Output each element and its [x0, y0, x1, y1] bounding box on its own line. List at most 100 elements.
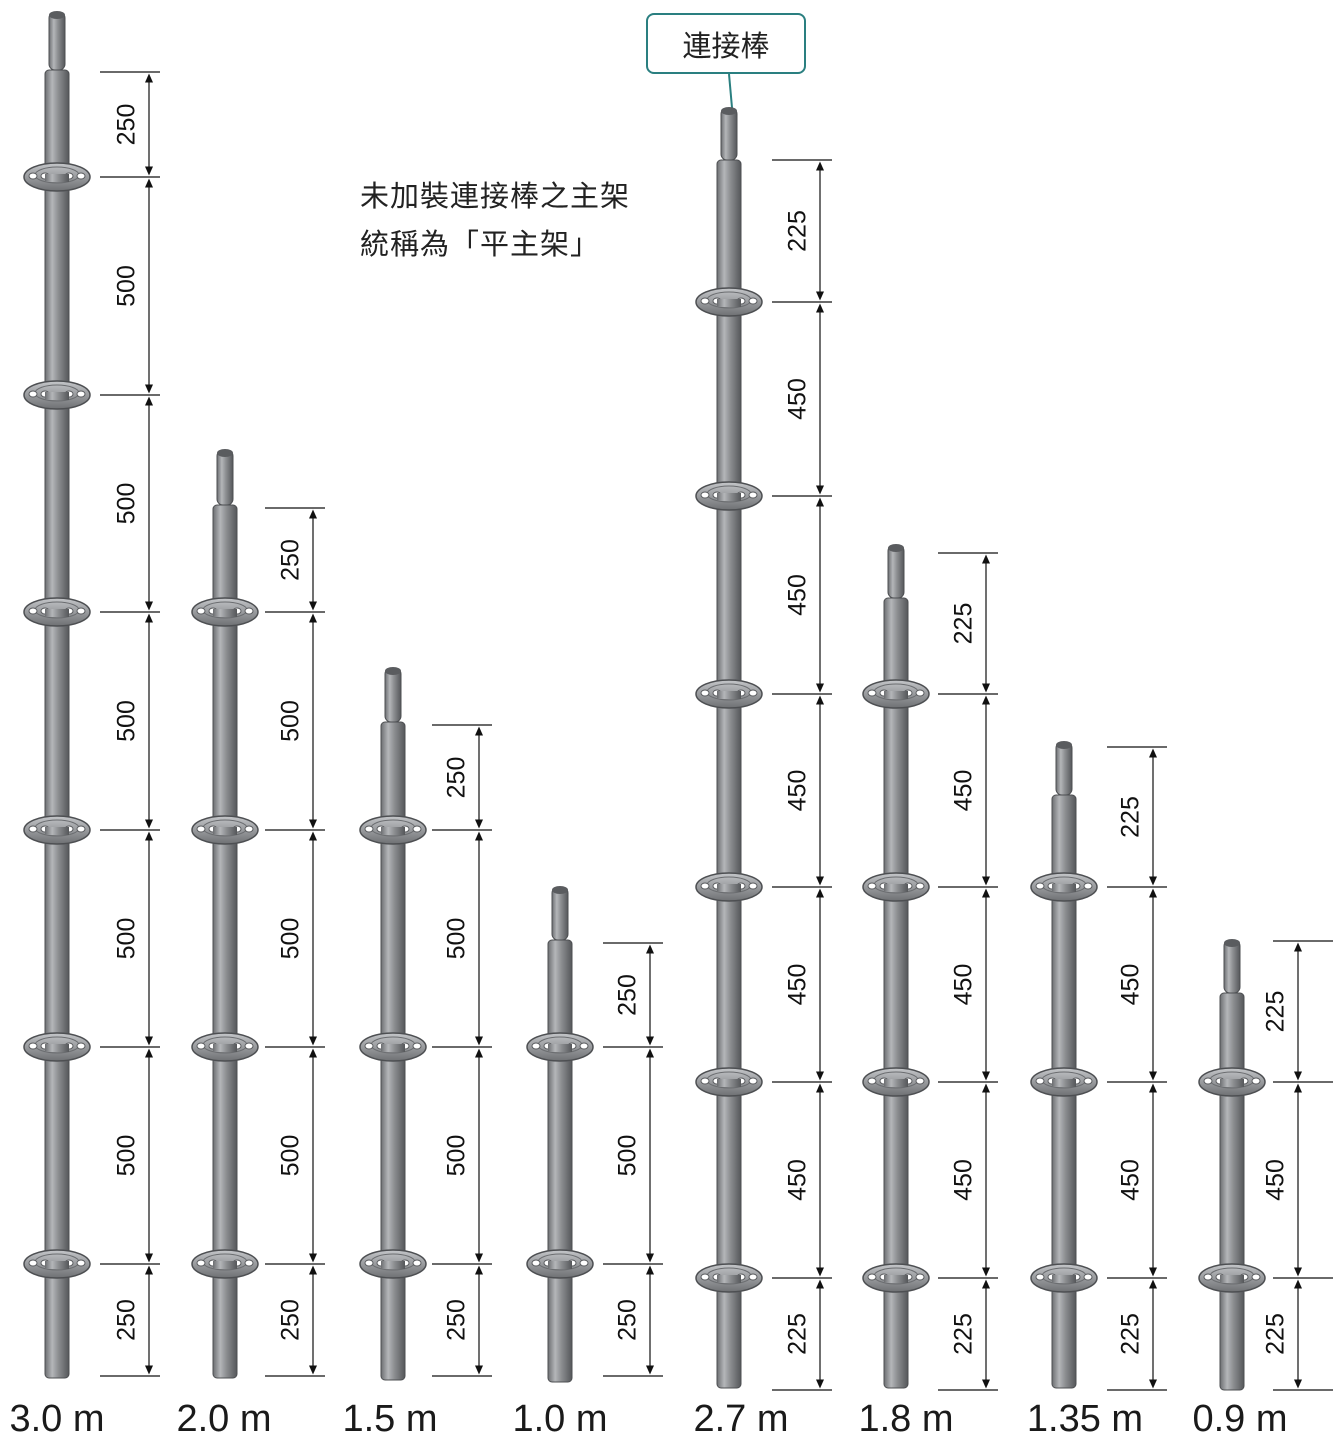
- dimension-arrow-down: [145, 1365, 153, 1375]
- pole-spigot: [216, 449, 234, 506]
- dimension-label: 450: [1117, 1159, 1145, 1201]
- rosette-hole: [915, 689, 925, 697]
- rosette-hole: [28, 390, 38, 398]
- pole-spigot: [48, 11, 66, 71]
- dimension-arrow-down: [646, 1365, 654, 1375]
- dimension-arrow-up: [816, 303, 824, 313]
- dimension-arrow-up: [1149, 888, 1157, 898]
- rosette-hole: [700, 1273, 710, 1281]
- dimension-arrow-down: [816, 876, 824, 886]
- dimension-label: 225: [784, 210, 812, 252]
- pole-spigot-cap: [1056, 741, 1072, 749]
- dimension-arrow-down: [816, 1071, 824, 1081]
- dimension-arrow-down: [475, 1036, 483, 1046]
- dimension-arrow-down: [145, 601, 153, 611]
- dimension-label: 450: [784, 770, 812, 812]
- rosette-hole: [748, 1273, 758, 1281]
- rosette-hole: [867, 1077, 877, 1085]
- rosette-hub: [884, 884, 908, 892]
- note-line-1: 未加裝連接棒之主架: [360, 179, 631, 213]
- rosette-hub: [381, 1261, 405, 1269]
- dimension-label: 500: [113, 1135, 141, 1177]
- dimension-arrow-down: [145, 166, 153, 176]
- dimension-arrow-down: [1149, 876, 1157, 886]
- dimension-arrow-down: [309, 1365, 317, 1375]
- rosette-hub: [45, 392, 69, 400]
- rosette-hub: [717, 493, 741, 501]
- rosette-hub: [1220, 1275, 1244, 1283]
- dimension-arrow-up: [816, 1279, 824, 1289]
- rosette-hole: [28, 172, 38, 180]
- dimension-label: 450: [1117, 964, 1145, 1006]
- rosette-hole: [76, 172, 86, 180]
- rosette-hole: [579, 1259, 589, 1267]
- rosette-hub: [884, 691, 908, 699]
- dimension-arrow-down: [475, 1365, 483, 1375]
- dimension-arrow-down: [1149, 1379, 1157, 1389]
- dimension-arrow-up: [309, 1265, 317, 1275]
- rosette-hub: [45, 609, 69, 617]
- dimension-arrow-down: [816, 291, 824, 301]
- rosette-hub: [1052, 1079, 1076, 1087]
- dimension-arrow-up: [816, 161, 824, 171]
- rosette-hole: [579, 1042, 589, 1050]
- dimension-label: 225: [950, 1313, 978, 1355]
- dimension-arrow-up: [646, 944, 654, 954]
- dimension-label: 450: [784, 1159, 812, 1201]
- rosette-hole: [196, 1259, 206, 1267]
- dimension-arrow-up: [816, 497, 824, 507]
- dimension-arrow-up: [982, 695, 990, 705]
- dimension-arrow-down: [309, 601, 317, 611]
- dimension-arrow-down: [982, 876, 990, 886]
- dimension-label: 225: [1262, 991, 1290, 1033]
- dimension-arrow-up: [309, 509, 317, 519]
- dimension-arrow-down: [646, 1036, 654, 1046]
- dimension-arrow-up: [145, 396, 153, 406]
- dimension-arrow-down: [982, 683, 990, 693]
- dimension-arrow-up: [145, 73, 153, 83]
- dimension-arrow-up: [475, 726, 483, 736]
- rosette-hole: [28, 1042, 38, 1050]
- dimension-arrow-down: [1149, 1267, 1157, 1277]
- dimension-label: 250: [277, 1299, 305, 1341]
- dimension-arrow-up: [646, 1265, 654, 1275]
- rosette-hub: [213, 1044, 237, 1052]
- rosette-hub: [717, 299, 741, 307]
- dimension-label: 250: [113, 1299, 141, 1341]
- rosette-hub: [213, 1261, 237, 1269]
- dimension-label: 450: [784, 964, 812, 1006]
- dimension-label: 500: [277, 918, 305, 960]
- pole-spigot: [720, 107, 738, 161]
- rosette-hub: [717, 884, 741, 892]
- rosette-hole: [1251, 1077, 1261, 1085]
- dimension-arrow-up: [145, 178, 153, 188]
- dimension-arrow-up: [982, 1279, 990, 1289]
- pole-tube: [44, 69, 70, 1379]
- rosette-hole: [748, 491, 758, 499]
- dimension-arrow-down: [1294, 1071, 1302, 1081]
- rosette-hub: [1052, 1275, 1076, 1283]
- pole-spigot: [1223, 939, 1241, 994]
- pole-tube: [547, 939, 573, 1383]
- rosette-hub: [381, 1044, 405, 1052]
- dimension-label: 500: [443, 1135, 471, 1177]
- dimension-label: 250: [443, 1299, 471, 1341]
- rosette-hole: [867, 882, 877, 890]
- rosette-hole: [748, 689, 758, 697]
- rosette-hole: [244, 607, 254, 615]
- dimension-arrow-up: [982, 888, 990, 898]
- rosette-hole: [700, 491, 710, 499]
- rosette-hole: [244, 1042, 254, 1050]
- rosette-hole: [700, 297, 710, 305]
- pole-spigot: [1055, 741, 1073, 796]
- rosette-hub: [213, 827, 237, 835]
- rosette-hub: [548, 1261, 572, 1269]
- dimension-arrow-up: [1294, 942, 1302, 952]
- pole-tube: [883, 597, 909, 1389]
- rosette-hole: [76, 1259, 86, 1267]
- pole-caption-1-8: 1.8 m: [858, 1398, 954, 1440]
- rosette-hole: [531, 1042, 541, 1050]
- rosette-hole: [1035, 1077, 1045, 1085]
- rosette-hub: [717, 691, 741, 699]
